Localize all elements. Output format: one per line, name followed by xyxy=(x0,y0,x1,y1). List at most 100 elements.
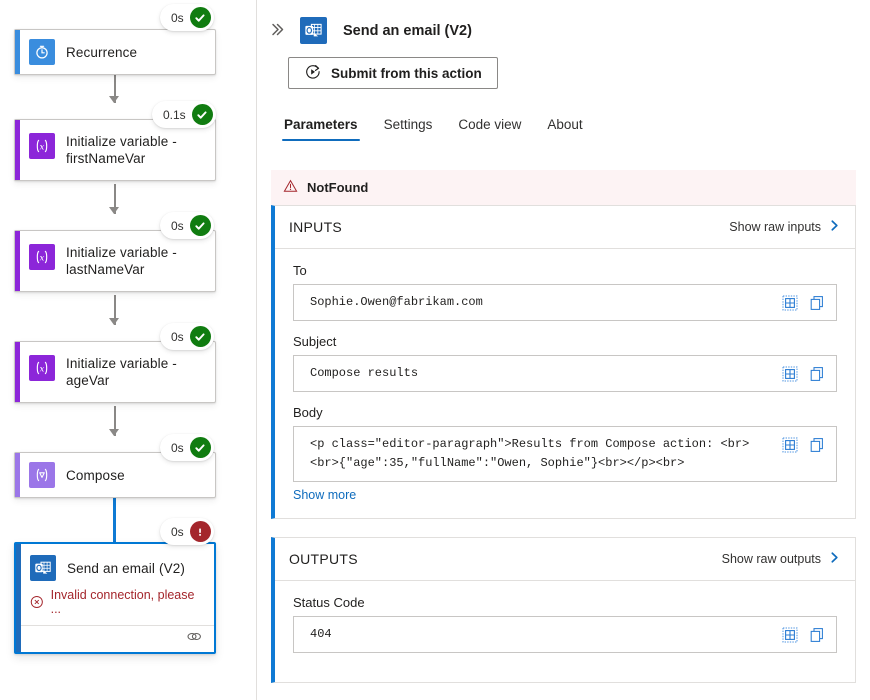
status-pill-init-firstname: 0.1s xyxy=(152,101,216,128)
flow-node-recurrence[interactable]: Recurrence xyxy=(14,29,216,75)
node-accent-bar xyxy=(15,30,20,74)
node-title: Initialize variable - ageVar xyxy=(66,356,177,388)
compose-icon xyxy=(29,462,55,488)
node-footer xyxy=(16,625,214,652)
field-actions xyxy=(781,364,826,383)
inputs-section: INPUTS Show raw inputs To Sophie.Owen@fa… xyxy=(271,205,856,519)
outputs-section: OUTPUTS Show raw outputs Status Code 404 xyxy=(271,537,856,683)
submit-button-label: Submit from this action xyxy=(331,65,482,81)
error-banner-text: NotFound xyxy=(307,180,369,195)
show-raw-outputs-link[interactable]: Show raw outputs xyxy=(722,551,841,567)
field-subject: Subject Compose results xyxy=(293,334,837,392)
field-label: Status Code xyxy=(293,595,365,610)
tab-label: About xyxy=(547,117,583,132)
outputs-section-body: Status Code 404 xyxy=(275,581,855,682)
chevron-double-right-icon[interactable] xyxy=(267,20,288,42)
outputs-heading: OUTPUTS xyxy=(289,551,358,567)
outputs-section-header: OUTPUTS Show raw outputs xyxy=(275,538,855,581)
expand-grid-icon[interactable] xyxy=(781,436,799,454)
status-pill-init-lastname: 0s xyxy=(160,212,214,239)
node-error-text: Invalid connection, please ... xyxy=(50,588,195,616)
tab-settings[interactable]: Settings xyxy=(371,111,446,141)
expand-grid-icon[interactable] xyxy=(781,365,799,383)
svg-text:x: x xyxy=(40,363,45,373)
tab-label: Code view xyxy=(458,117,522,132)
chevron-right-icon xyxy=(828,551,841,567)
success-icon xyxy=(189,7,211,28)
field-value: 404 xyxy=(310,627,332,641)
status-pill-send-email: 0s xyxy=(160,518,214,545)
status-pill-recurrence: 0s xyxy=(160,4,214,31)
error-circle-icon xyxy=(30,595,43,609)
field-actions xyxy=(781,625,826,644)
duration-label: 0s xyxy=(171,218,184,233)
flow-node-init-lastname[interactable]: x Initialize variable - lastNameVar xyxy=(14,230,216,292)
panel-scroll-area[interactable]: NotFound INPUTS Show raw inputs To xyxy=(257,170,870,700)
field-actions xyxy=(781,293,826,312)
connector-arrow-4 xyxy=(109,429,119,436)
chevron-right-icon xyxy=(828,219,841,235)
field-value-box[interactable]: <p class="editor-paragraph">Results from… xyxy=(293,426,837,482)
success-icon xyxy=(191,104,213,125)
status-pill-init-age: 0s xyxy=(160,323,214,350)
copy-icon[interactable] xyxy=(808,626,826,644)
submit-from-this-action-button[interactable]: Submit from this action xyxy=(288,57,498,89)
show-raw-inputs-link[interactable]: Show raw inputs xyxy=(729,219,841,235)
connector-arrow-1 xyxy=(109,96,119,103)
connector-arrow-3 xyxy=(109,318,119,325)
tab-code-view[interactable]: Code view xyxy=(445,111,534,141)
node-title: Send an email (V2) xyxy=(67,560,185,576)
field-value-box[interactable]: Compose results xyxy=(293,355,837,392)
field-label: To xyxy=(293,263,307,278)
success-icon xyxy=(189,215,211,236)
outlook-icon xyxy=(30,555,56,581)
node-accent-bar xyxy=(15,453,20,497)
success-icon xyxy=(189,326,211,347)
field-value-box[interactable]: 404 xyxy=(293,616,837,653)
flow-designer-canvas[interactable]: 0s Recurrence 0.1s xyxy=(0,0,257,700)
error-icon xyxy=(189,521,211,542)
action-details-panel: Send an email (V2) Submit from this acti… xyxy=(257,0,870,700)
flow-node-compose[interactable]: Compose xyxy=(14,452,216,498)
node-accent-bar xyxy=(16,544,21,652)
flow-node-init-age[interactable]: x Initialize variable - ageVar xyxy=(14,341,216,403)
flow-node-send-email[interactable]: Send an email (V2) Invalid connection, p… xyxy=(14,542,216,654)
svg-text:x: x xyxy=(40,252,45,262)
node-error-message: Invalid connection, please ... xyxy=(16,588,214,625)
copy-icon[interactable] xyxy=(808,294,826,312)
duration-label: 0s xyxy=(171,524,184,539)
node-accent-bar xyxy=(15,231,20,291)
connector-1 xyxy=(114,73,116,103)
field-value: <p class="editor-paragraph">Results from… xyxy=(310,437,750,470)
clock-icon xyxy=(29,39,55,65)
field-body: Body <p class="editor-paragraph">Results… xyxy=(293,405,837,482)
copy-icon[interactable] xyxy=(808,436,826,454)
tab-parameters[interactable]: Parameters xyxy=(271,111,371,141)
panel-title: Send an email (V2) xyxy=(343,22,472,39)
inputs-section-header: INPUTS Show raw inputs xyxy=(275,206,855,249)
field-value-box[interactable]: Sophie.Owen@fabrikam.com xyxy=(293,284,837,321)
connector-5 xyxy=(113,495,116,542)
node-accent-bar xyxy=(15,342,20,402)
node-accent-bar xyxy=(15,120,20,180)
tab-label: Parameters xyxy=(284,117,358,132)
duration-label: 0.1s xyxy=(163,107,186,122)
panel-tabs: Parameters Settings Code view About xyxy=(271,111,870,141)
expand-grid-icon[interactable] xyxy=(781,626,799,644)
field-value: Compose results xyxy=(310,366,419,380)
error-banner: NotFound xyxy=(271,170,856,205)
flow-node-init-firstname[interactable]: x Initialize variable - firstNameVar xyxy=(14,119,216,181)
duration-label: 0s xyxy=(171,440,184,455)
show-raw-inputs-label: Show raw inputs xyxy=(729,220,821,234)
play-circle-icon xyxy=(304,63,322,84)
show-more-link[interactable]: Show more xyxy=(293,488,357,502)
outlook-icon xyxy=(300,17,327,44)
section-spacer xyxy=(271,519,856,537)
copy-icon[interactable] xyxy=(808,365,826,383)
connection-link-icon[interactable] xyxy=(186,630,203,648)
expand-grid-icon[interactable] xyxy=(781,294,799,312)
duration-label: 0s xyxy=(171,329,184,344)
tab-about[interactable]: About xyxy=(534,111,595,141)
field-label: Subject xyxy=(293,334,337,349)
